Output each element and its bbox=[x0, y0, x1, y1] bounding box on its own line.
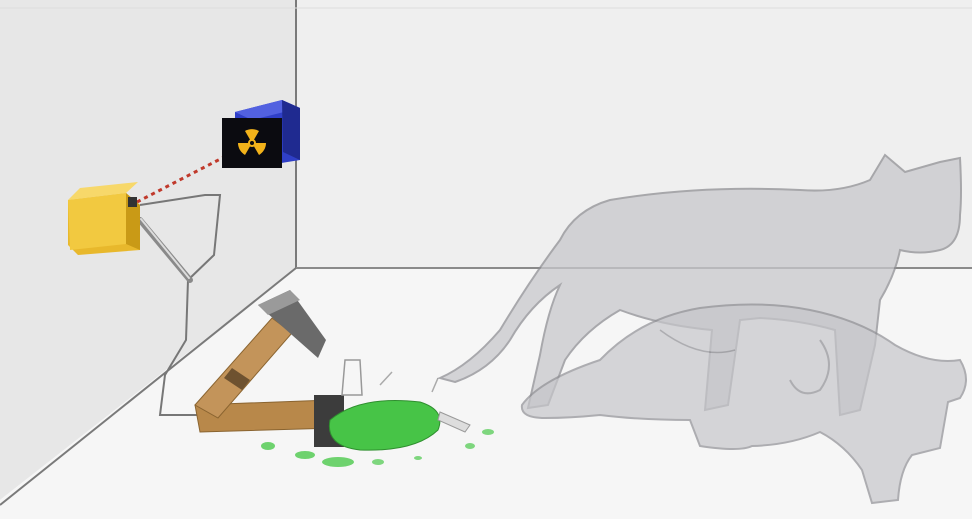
scene-svg bbox=[0, 0, 972, 519]
schrodinger-cat-illustration bbox=[0, 0, 972, 519]
